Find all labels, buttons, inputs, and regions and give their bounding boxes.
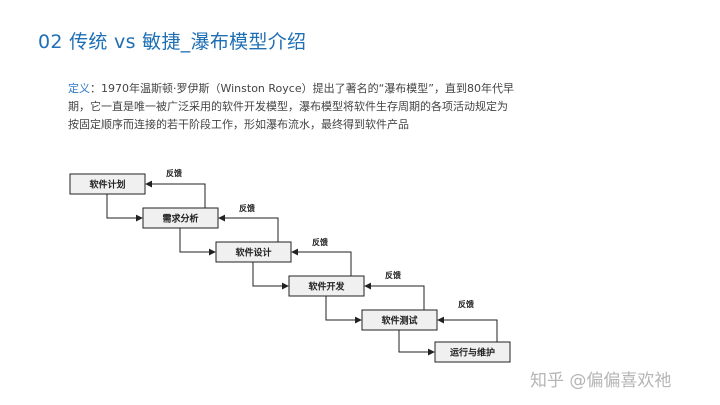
stage-label: 软件开发 xyxy=(308,281,345,293)
flow-arrow-4 xyxy=(325,296,362,324)
feedback-label: 反馈 xyxy=(312,237,328,247)
stage-label: 需求分析 xyxy=(162,213,198,225)
feedback-label: 反馈 xyxy=(458,299,474,309)
feedback-arrow-2 xyxy=(218,214,279,242)
feedback-label: 反馈 xyxy=(239,203,255,213)
watermark: 知乎 @偏偏喜欢祂 xyxy=(530,371,672,391)
stage-box-design: 软件设计 xyxy=(215,241,292,263)
feedback-arrow-5 xyxy=(437,316,498,342)
flow-arrow-3 xyxy=(252,262,289,290)
stage-box-maintenance: 运行与维护 xyxy=(434,341,511,363)
feedback-label: 反馈 xyxy=(385,270,401,280)
stage-box-requirements: 需求分析 xyxy=(142,207,219,229)
flow-arrow-1 xyxy=(106,194,143,222)
stage-label: 运行与维护 xyxy=(450,347,495,359)
definition-term: 定义 xyxy=(68,82,90,95)
stage-label: 软件设计 xyxy=(235,247,271,259)
stage-box-development: 软件开发 xyxy=(288,275,365,297)
flow-arrow-2 xyxy=(179,228,216,256)
page-title: 02 传统 vs 敏捷_瀑布模型介绍 xyxy=(38,31,307,53)
stage-box-planning: 软件计划 xyxy=(69,173,146,195)
definition-colon: ： xyxy=(90,82,101,95)
definition-text: 1970年温斯顿·罗伊斯（Winston Royce）提出了著名的“瀑布模型”，… xyxy=(68,82,514,131)
stage-label: 软件测试 xyxy=(381,315,417,327)
flow-arrow-5 xyxy=(398,330,435,356)
stage-label: 软件计划 xyxy=(89,179,125,191)
definition-paragraph: 定义：1970年温斯顿·罗伊斯（Winston Royce）提出了著名的“瀑布模… xyxy=(68,80,518,134)
feedback-label: 反馈 xyxy=(166,168,182,178)
stage-box-testing: 软件测试 xyxy=(361,309,438,331)
feedback-arrow-1 xyxy=(145,180,206,208)
feedback-arrow-4 xyxy=(364,282,425,310)
feedback-arrow-3 xyxy=(291,248,352,276)
